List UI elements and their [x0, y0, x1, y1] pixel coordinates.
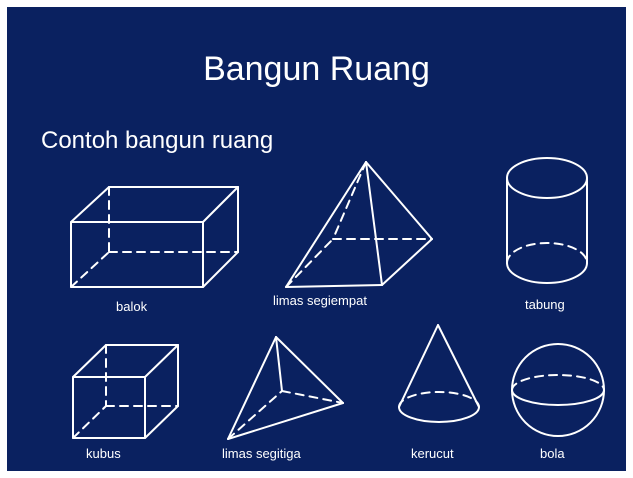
label-balok: balok — [116, 299, 148, 314]
cone-icon — [398, 324, 480, 423]
slide-title: Bangun Ruang — [203, 50, 430, 88]
triangular-pyramid-icon — [227, 336, 344, 440]
shapes-illustration — [70, 157, 605, 440]
cuboid-icon — [70, 186, 239, 288]
slide: Bangun Ruang Contoh bangun ruang — [7, 7, 626, 471]
label-tabung: tabung — [525, 297, 565, 312]
slide-subtitle: Contoh bangun ruang — [41, 127, 274, 154]
label-limas-segiempat: limas segiempat — [273, 293, 367, 308]
label-bola: bola — [540, 446, 565, 461]
label-kerucut: kerucut — [411, 446, 454, 461]
cylinder-icon — [506, 157, 588, 284]
cube-icon — [72, 344, 179, 439]
square-pyramid-icon — [285, 161, 433, 288]
label-kubus: kubus — [86, 446, 121, 461]
sphere-icon — [511, 343, 605, 437]
label-limas-segitiga: limas segitiga — [222, 446, 301, 461]
